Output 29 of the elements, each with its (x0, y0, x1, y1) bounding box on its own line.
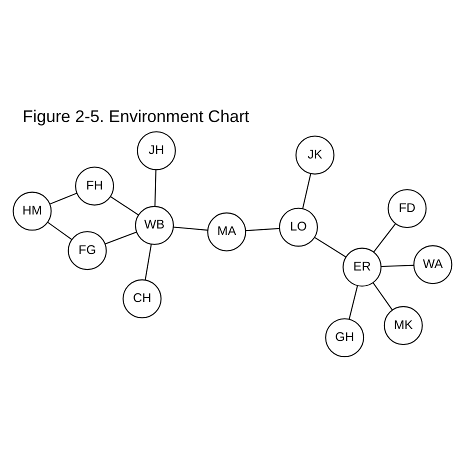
connector (380, 264, 414, 267)
connector (144, 244, 152, 280)
connector (245, 228, 279, 232)
node-circle: CH (122, 279, 162, 318)
connector (348, 286, 358, 320)
node-circle: JK (294, 136, 334, 175)
connector (104, 232, 136, 244)
connector (49, 192, 77, 204)
diagram-title: Figure 2-5. Environment Chart (22, 107, 249, 126)
connector (302, 174, 311, 209)
node-circle: WB (134, 206, 174, 245)
node-circle: MA (206, 212, 246, 252)
connector (172, 226, 208, 231)
node-circle: LO (278, 208, 318, 247)
connector (110, 196, 138, 216)
node-circle: GH (324, 318, 364, 358)
node-circle: FD (387, 189, 426, 228)
connector (372, 282, 392, 310)
node-circle: HM (12, 192, 52, 231)
connector (154, 170, 156, 206)
node-circle: JH (136, 131, 176, 170)
node-circle: MK (383, 306, 422, 346)
connector (314, 237, 346, 258)
node-circle: FG (67, 231, 106, 270)
node-circle: WA (412, 245, 452, 284)
connector (372, 223, 396, 252)
node-circle: FH (74, 166, 114, 206)
connector (46, 222, 72, 240)
node-circle: ER (342, 248, 382, 287)
